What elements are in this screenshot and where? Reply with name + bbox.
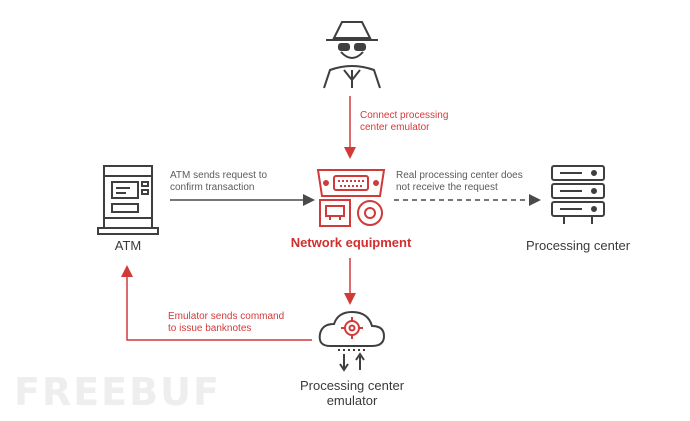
emulator-label-line-2: emulator bbox=[326, 393, 378, 408]
edge-label-atm-request-line-1: ATM sends request to bbox=[170, 170, 268, 181]
edge-label-connect-line-1: Connect processing bbox=[360, 110, 449, 121]
edge-label-emulator-command-line-1: Emulator sends command bbox=[168, 311, 285, 322]
arrow-emulator-to-atm bbox=[121, 265, 312, 341]
edge-label-emulator-command-line-2: to issue banknotes bbox=[168, 323, 252, 334]
processing-center-label: Processing center bbox=[525, 238, 631, 253]
emulator-label-line-1: Processing center bbox=[299, 378, 405, 393]
edge-label-real-center-line-1: Real processing center does bbox=[396, 170, 523, 181]
edge-label-real-center-line-2: not receive the request bbox=[396, 182, 498, 193]
edge-label-emulator-command: Emulator sends command to issue banknote… bbox=[168, 311, 318, 335]
emulator-label: Processing center emulator bbox=[290, 378, 414, 408]
edge-label-connect-line-2: center emulator bbox=[360, 122, 430, 133]
network-equipment-label: Network equipment bbox=[290, 235, 412, 250]
network-equipment-icon bbox=[316, 169, 386, 227]
cloud-gear-icon bbox=[318, 310, 386, 372]
edge-label-connect: Connect processing center emulator bbox=[360, 110, 500, 134]
edge-label-atm-request-line-2: confirm transaction bbox=[170, 182, 255, 193]
server-icon bbox=[551, 165, 605, 224]
hacker-icon bbox=[323, 21, 381, 89]
edge-label-atm-request: ATM sends request to confirm transaction bbox=[170, 170, 310, 194]
atm-icon bbox=[97, 165, 159, 235]
watermark: FREEBUF bbox=[14, 370, 221, 414]
edge-label-real-center: Real processing center does not receive … bbox=[396, 170, 546, 194]
atm-label: ATM bbox=[114, 238, 142, 253]
